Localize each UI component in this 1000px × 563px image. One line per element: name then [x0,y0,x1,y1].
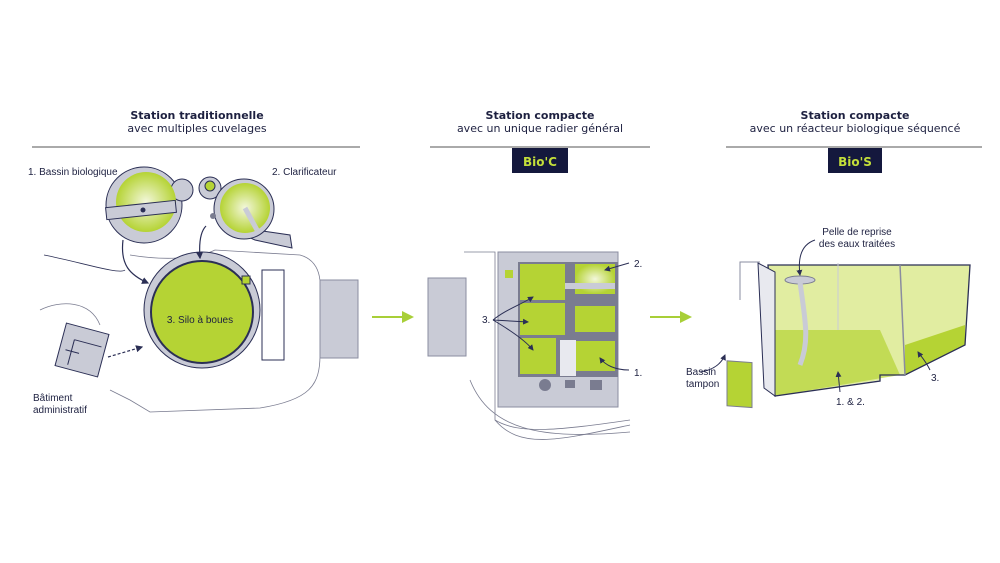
arrow-batiment-to-silo [107,345,144,358]
bios-label-1-2: 1. & 2. [836,397,865,408]
bios-label-bassin-line1: Bassin [686,367,716,378]
panel1-title: Station traditionnelle [130,109,263,122]
panel2-subtitle: avec un unique radier général [457,122,623,135]
bios-label-bassin-line2: tampon [686,379,719,390]
bioc-label-2: 2. [634,259,642,270]
silo-a-boues-tank [150,260,254,364]
bios-label-pelle-line1: Pelle de reprise [822,227,892,238]
panel1-subtitle: avec multiples cuvelages [127,122,267,135]
bioc-illustration [427,251,631,440]
traditional-station-illustration [39,166,359,413]
bioc-label-3: 3. [482,315,490,326]
panel3-subtitle: avec un réacteur biologique séquencé [750,122,961,135]
bioc-label-1: 1. [634,368,642,379]
arrow-clarificateur-to-silo [195,225,207,260]
label-silo-a-boues: 3. Silo à boues [167,315,233,326]
arrow-bassin-to-silo [121,239,150,284]
bios-badge-label: Bio'S [838,155,872,169]
label-batiment-line1: Bâtiment [33,393,73,404]
label-clarificateur: 2. Clarificateur [272,167,337,178]
bios-badge [828,148,882,173]
bioc-badge-label: Bio'C [523,155,557,169]
bios-label-3: 3. [931,373,939,384]
label-batiment-line2: administratif [33,405,87,416]
panel3-title: Station compacte [801,109,910,122]
batiment-administratif [54,322,110,378]
bios-label-pelle-line2: des eaux traitées [819,239,895,250]
panel2-title: Station compacte [486,109,595,122]
label-bassin-biologique: 1. Bassin biologique [28,167,118,178]
bioc-badge [512,148,568,173]
bios-illustration [699,239,971,409]
